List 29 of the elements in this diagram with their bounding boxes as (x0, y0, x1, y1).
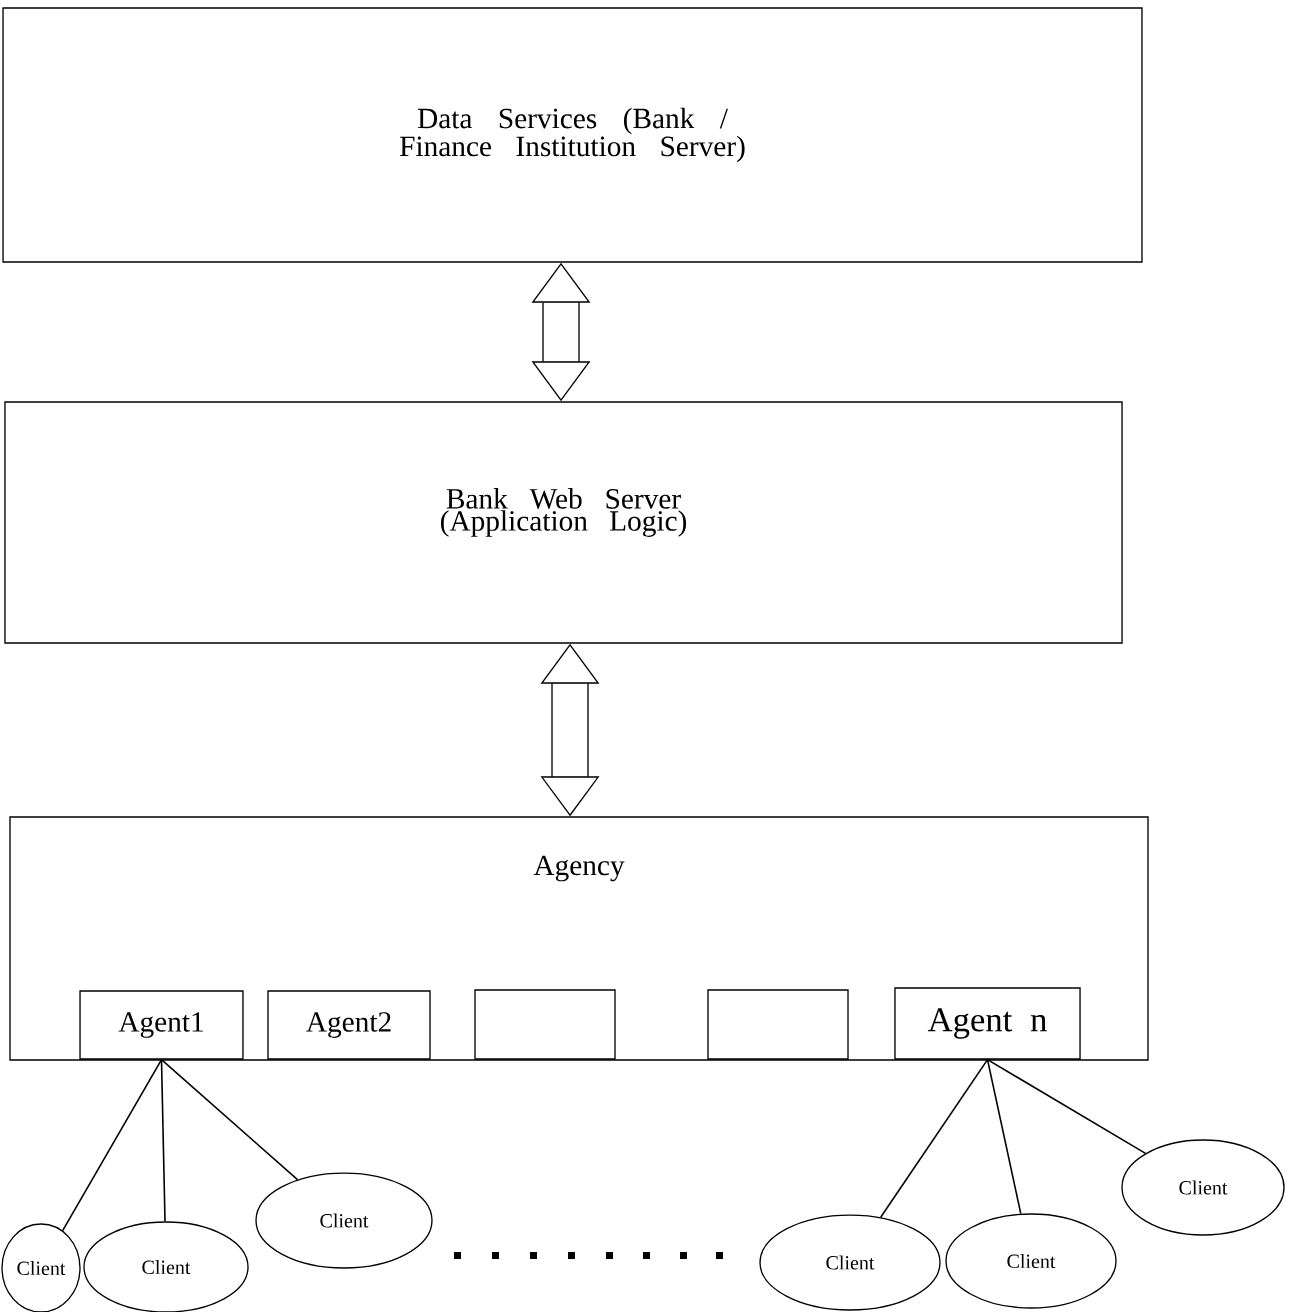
client-ellipse (1121, 1139, 1285, 1236)
node-text: Agent n (927, 1008, 1047, 1039)
process-box (4, 401, 1123, 644)
client-ellipse (945, 1213, 1117, 1309)
node-text: Client (1179, 1180, 1228, 1195)
connector-line (160, 1058, 166, 1223)
agent-box (267, 990, 431, 1060)
client-ellipse (759, 1214, 941, 1311)
node-text: Agency (533, 855, 625, 882)
connector-line (160, 1058, 299, 1181)
node-text: Client (1007, 1254, 1056, 1269)
client-ellipse (255, 1172, 433, 1269)
node-text: Agent1 (118, 1012, 203, 1038)
node-text: Data Services (Bank / Finance Institution Server) (400, 107, 745, 163)
agent-box (79, 990, 244, 1060)
agent-box (894, 987, 1081, 1060)
node-text: Client (142, 1260, 191, 1275)
connector-line (61, 1058, 163, 1232)
process-box (2, 7, 1143, 263)
node-text: Agent2 (306, 1012, 391, 1038)
node-text: Bank Web Server (Application Logic) (440, 488, 687, 537)
connector-line (879, 1058, 989, 1218)
connector-line (986, 1058, 1022, 1215)
node-text: Client (17, 1261, 66, 1276)
agent-box (474, 989, 616, 1060)
node-text: Client (320, 1213, 369, 1228)
node-text: Client (826, 1255, 875, 1270)
agent-box (707, 989, 849, 1060)
connector-line (986, 1058, 1147, 1155)
